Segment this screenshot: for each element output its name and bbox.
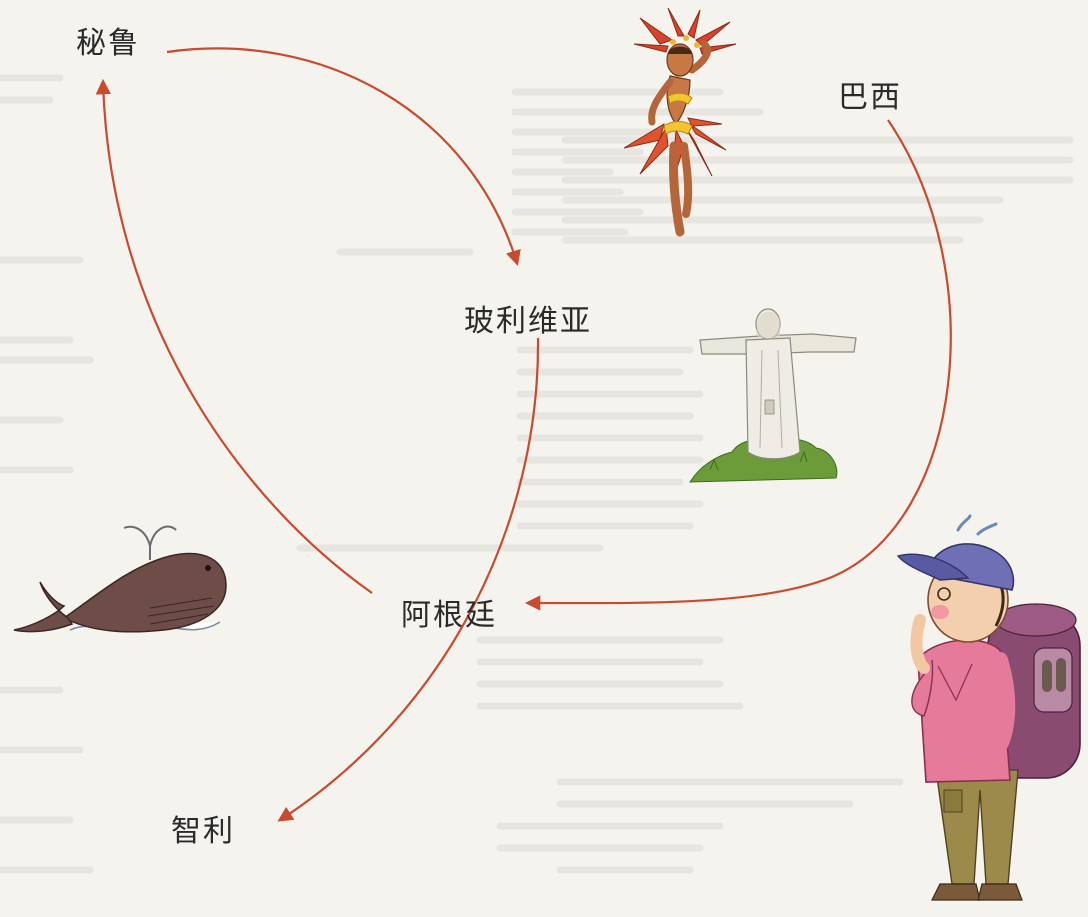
place-label-peru: 秘鲁 (76, 26, 140, 61)
place-label-argentina: 阿根廷 (401, 598, 497, 633)
route-bolivia-to-chile (277, 337, 540, 822)
route-peru-to-bolivia (166, 47, 521, 266)
background-text-lines (0, 74, 1074, 874)
whale-icon (13, 525, 227, 633)
route-arrows (95, 47, 952, 822)
place-label-bolivia: 玻利维亚 (464, 304, 592, 339)
carnival-dancer-icon (623, 7, 737, 237)
backpacker-tourist-icon (896, 514, 1081, 901)
route-brazil-to-argentina (524, 119, 952, 611)
place-label-brazil: 巴西 (838, 80, 902, 115)
route-argentina-to-peru (95, 78, 373, 594)
place-label-chile: 智利 (171, 814, 235, 849)
christ-the-redeemer-statue-icon (689, 308, 857, 483)
